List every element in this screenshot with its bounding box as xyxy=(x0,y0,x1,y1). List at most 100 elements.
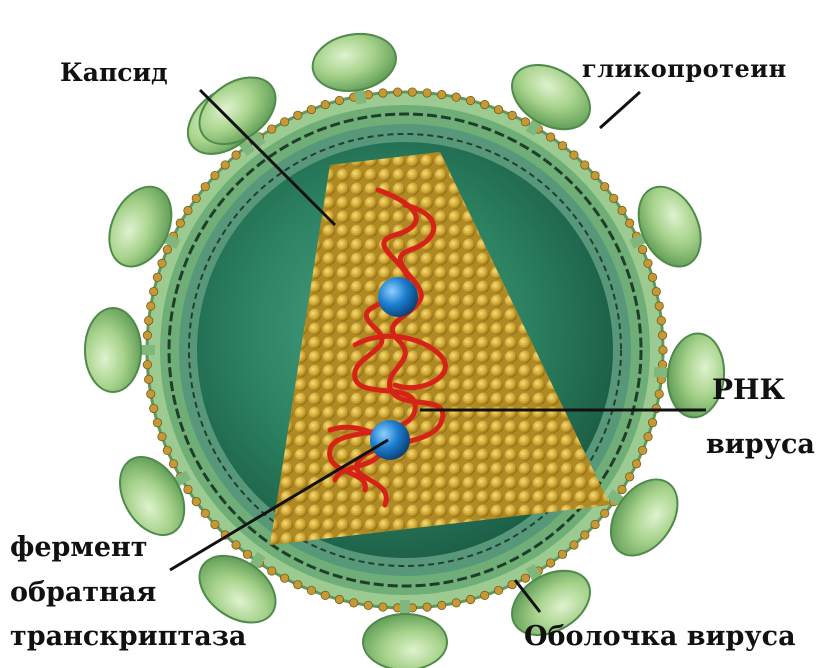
envelope-dot xyxy=(169,460,177,468)
envelope-dot xyxy=(147,390,155,398)
envelope-dot xyxy=(644,433,652,441)
envelope-dot xyxy=(158,259,166,267)
envelope-dot xyxy=(521,118,529,126)
envelope-dot xyxy=(350,599,358,607)
envelope-dot xyxy=(581,531,589,539)
envelope-label: Оболочка вируса xyxy=(524,622,796,652)
envelope-dot xyxy=(423,603,431,611)
envelope-dot xyxy=(423,89,431,97)
envelope-dot xyxy=(546,133,554,141)
envelope-dot xyxy=(652,287,660,295)
rna-label-line1: РНК xyxy=(712,375,785,405)
envelope-dot xyxy=(618,206,626,214)
envelope-dot xyxy=(481,100,489,108)
envelope-dot xyxy=(655,390,663,398)
glycoprotein xyxy=(363,614,447,668)
envelope-dot xyxy=(546,559,554,567)
envelope-dot xyxy=(321,591,329,599)
glycoprotein xyxy=(85,308,141,392)
envelope-dot xyxy=(163,446,171,454)
envelope-dot xyxy=(521,574,529,582)
envelope-dot xyxy=(211,520,219,528)
envelope-dot xyxy=(657,316,665,324)
envelope-dot xyxy=(150,404,158,412)
envelope-dot xyxy=(280,118,288,126)
envelope-dot xyxy=(192,194,200,202)
envelope-dot xyxy=(153,418,161,426)
envelope-dot xyxy=(143,331,151,339)
envelope-dot xyxy=(143,361,151,369)
envelope-dot xyxy=(658,331,666,339)
envelope-dot xyxy=(558,141,566,149)
envelope-dot xyxy=(321,100,329,108)
envelope-dot xyxy=(307,586,315,594)
envelope-dot xyxy=(558,550,566,558)
glycoprotein-label: гликопротеин xyxy=(582,54,787,84)
envelope-dot xyxy=(307,105,315,113)
envelope-dot xyxy=(184,485,192,493)
envelope-dot xyxy=(494,105,502,113)
envelope-dot xyxy=(147,302,155,310)
rna-label-line2: вируса xyxy=(706,430,815,460)
envelope-dot xyxy=(570,541,578,549)
envelope-dot xyxy=(591,171,599,179)
envelope-dot xyxy=(211,171,219,179)
envelope-dot xyxy=(494,586,502,594)
envelope-dot xyxy=(144,316,152,324)
envelope-dot xyxy=(158,433,166,441)
envelope-dot xyxy=(184,206,192,214)
envelope-dot xyxy=(625,473,633,481)
enzyme-label-line2: обратная xyxy=(10,578,156,608)
envelope-dot xyxy=(655,302,663,310)
envelope-dot xyxy=(379,603,387,611)
envelope-dot xyxy=(601,182,609,190)
envelope-dot xyxy=(192,497,200,505)
envelope-dot xyxy=(294,580,302,588)
envelope-dot xyxy=(163,245,171,253)
enzyme-label-line3: транскриптаза xyxy=(10,622,246,652)
envelope-dot xyxy=(466,96,474,104)
envelope-dot xyxy=(591,520,599,528)
envelope-dot xyxy=(150,287,158,295)
envelope-dot xyxy=(466,595,474,603)
capsid-label: Капсид xyxy=(60,58,168,88)
envelope-dot xyxy=(648,273,656,281)
enzyme-label-line1: фермент xyxy=(10,533,148,563)
envelope-dot xyxy=(294,111,302,119)
envelope-dot xyxy=(408,88,416,96)
envelope-dot xyxy=(335,595,343,603)
envelope-dot xyxy=(632,460,640,468)
envelope-dot xyxy=(644,259,652,267)
envelope-dot xyxy=(618,485,626,493)
envelope-dot xyxy=(335,96,343,104)
envelope-dot xyxy=(268,125,276,133)
envelope-dot xyxy=(581,161,589,169)
envelope-dot xyxy=(452,93,460,101)
envelope-dot xyxy=(452,599,460,607)
envelope-dot xyxy=(438,90,446,98)
envelope-dot xyxy=(625,219,633,227)
envelope-dot xyxy=(393,88,401,96)
envelope-dot xyxy=(232,541,240,549)
envelope-dot xyxy=(232,151,240,159)
envelope-dot xyxy=(638,245,646,253)
envelope-dot xyxy=(280,574,288,582)
envelope-dot xyxy=(243,550,251,558)
envelope-dot xyxy=(638,446,646,454)
envelope-dot xyxy=(153,273,161,281)
envelope-dot xyxy=(364,601,372,609)
envelope-dot xyxy=(176,219,184,227)
glycoprotein xyxy=(308,28,400,98)
envelope-dot xyxy=(570,151,578,159)
envelope-dot xyxy=(144,375,152,383)
envelope-dot xyxy=(610,194,618,202)
envelope-dot xyxy=(648,418,656,426)
envelope-dot xyxy=(201,182,209,190)
envelope-dot xyxy=(268,567,276,575)
envelope-dot xyxy=(508,111,516,119)
envelope-dot xyxy=(481,591,489,599)
envelope-dot xyxy=(221,161,229,169)
envelope-dot xyxy=(379,89,387,97)
